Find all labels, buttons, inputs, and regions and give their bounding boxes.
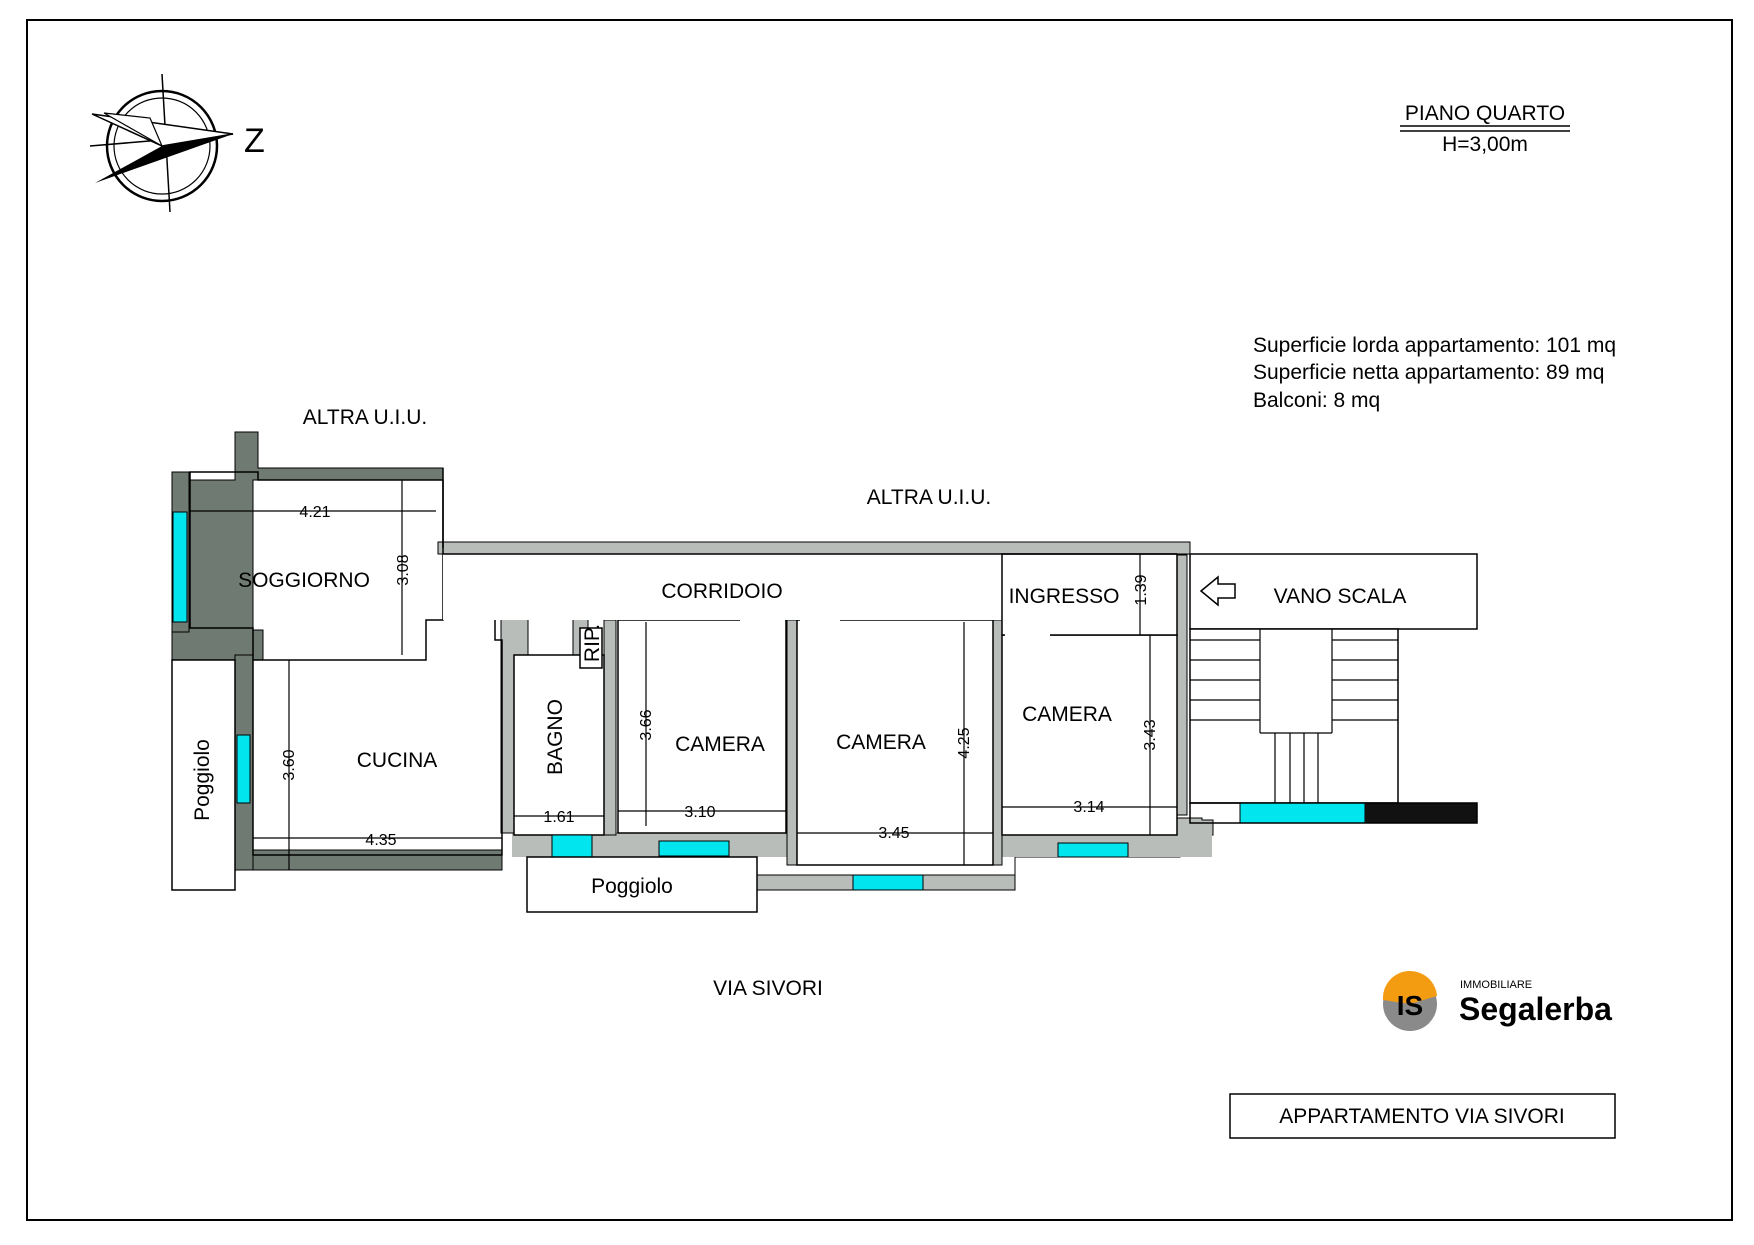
entrance-arrow-icon[interactable] bbox=[1199, 575, 1236, 607]
dim-camera3-width: 3.14 bbox=[1073, 799, 1104, 816]
window-bagno bbox=[551, 834, 593, 858]
room-label-poggiolo-left: Poggiolo bbox=[191, 739, 214, 821]
surface-balconies: Balconi: 8 mq bbox=[1253, 389, 1380, 412]
room-label-soggiorno: SOGGIORNO bbox=[238, 569, 370, 592]
door-gap-1 bbox=[740, 612, 785, 624]
bagno-room bbox=[513, 654, 605, 836]
room-label-camera-3: CAMERA bbox=[1022, 703, 1112, 726]
caption-box bbox=[1229, 1093, 1616, 1139]
north-wall-corridor bbox=[437, 541, 1191, 555]
dim-bagno-width: 1.61 bbox=[543, 809, 574, 826]
logo-small-text: IMMOBILIARE bbox=[1460, 979, 1532, 991]
window-camera-1 bbox=[658, 840, 730, 857]
partition-bagno-right bbox=[603, 619, 617, 836]
company-logo: IS IMMOBILIARE Segalerba bbox=[1382, 970, 1612, 1031]
stairs-icon bbox=[1190, 629, 1398, 803]
compass-icon: Z bbox=[89, 73, 265, 213]
room-label-ingresso: INGRESSO bbox=[1009, 585, 1120, 608]
dim-camera2-width: 3.45 bbox=[878, 825, 909, 842]
stairwell bbox=[1189, 628, 1399, 804]
dim-cucina-width: 4.35 bbox=[365, 832, 396, 849]
dim-camera3-height: 3.43 bbox=[1142, 719, 1159, 750]
cucina-outline bbox=[252, 620, 503, 856]
soggiorno-outline bbox=[189, 471, 444, 661]
window-camera-3 bbox=[1057, 842, 1129, 858]
partition-camera-2-3 bbox=[992, 619, 1003, 866]
neighbor-label-left: ALTRA U.I.U. bbox=[303, 406, 427, 429]
room-label-bagno: BAGNO bbox=[544, 699, 567, 775]
logo-brand-text: Segalerba bbox=[1459, 991, 1612, 1027]
partition-camera-1-2 bbox=[786, 619, 798, 866]
compass-north-letter: Z bbox=[244, 122, 265, 160]
room-label-camera-2: CAMERA bbox=[836, 731, 926, 754]
door-gap-3 bbox=[1005, 626, 1050, 638]
partition-ingresso bbox=[1176, 554, 1188, 816]
neighbor-label-center: ALTRA U.I.U. bbox=[867, 486, 991, 509]
ingresso-room bbox=[1001, 553, 1178, 636]
window-camera-2 bbox=[852, 874, 924, 891]
vano-scala-box bbox=[1189, 553, 1478, 630]
surface-gross: Superficie lorda appartamento: 101 mq bbox=[1253, 334, 1616, 357]
dim-camera1-width: 3.10 bbox=[684, 804, 715, 821]
room-label-rip: RIP. bbox=[581, 624, 604, 662]
poggiolo-left bbox=[171, 659, 236, 891]
sheet-border bbox=[26, 19, 1733, 1221]
stair-landing-frame bbox=[1189, 802, 1478, 824]
room-label-camera-1: CAMERA bbox=[675, 733, 765, 756]
dim-soggiorno-width: 4.21 bbox=[299, 504, 330, 521]
room-label-vano-scala: VANO SCALA bbox=[1274, 585, 1407, 608]
dim-soggiorno-height: 3.08 bbox=[395, 554, 412, 585]
dim-camera1-height: 3.66 bbox=[638, 709, 655, 740]
caption-text: APPARTAMENTO VIA SIVORI bbox=[1279, 1105, 1565, 1128]
stair-landing-window bbox=[1239, 802, 1366, 824]
dimension-lines bbox=[190, 480, 1177, 870]
room-label-corridoio: CORRIDOIO bbox=[661, 580, 782, 603]
floor-height: H=3,00m bbox=[1442, 133, 1528, 156]
poggiolo-bottom bbox=[526, 856, 758, 913]
logo-mark: IS bbox=[1397, 990, 1423, 1021]
dim-cucina-height: 3.60 bbox=[281, 749, 298, 780]
dim-ingresso-height: 1.39 bbox=[1133, 574, 1150, 605]
door-gap-2 bbox=[800, 612, 840, 624]
rip-room bbox=[579, 627, 603, 669]
surface-net: Superficie netta appartamento: 89 mq bbox=[1253, 361, 1604, 384]
window-cucina bbox=[236, 734, 251, 804]
street-label: VIA SIVORI bbox=[713, 977, 823, 1000]
room-label-poggiolo-bottom: Poggiolo bbox=[591, 875, 673, 898]
dim-camera2-height: 4.25 bbox=[956, 727, 973, 758]
floor-plan bbox=[171, 431, 1478, 913]
camera-3-room bbox=[1001, 634, 1178, 836]
window-soggiorno bbox=[172, 511, 188, 623]
floor-title: PIANO QUARTO bbox=[1405, 102, 1565, 125]
stair-landing-dark bbox=[1365, 803, 1477, 823]
room-label-cucina: CUCINA bbox=[357, 749, 438, 772]
